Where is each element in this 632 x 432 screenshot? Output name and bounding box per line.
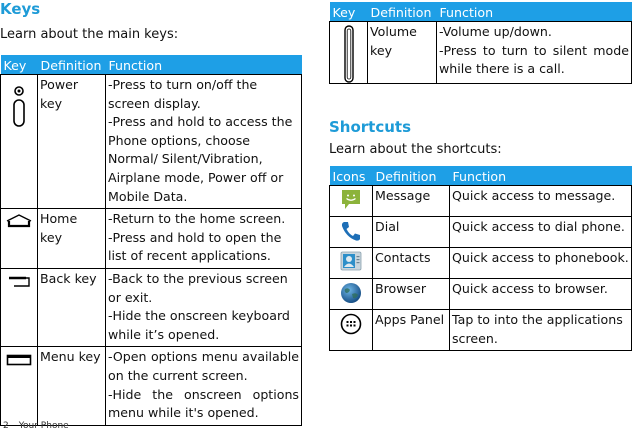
function-cell: -Open options menu available on the curr… [105,346,302,426]
definition-cell: Back key [37,267,106,348]
right-column: Key Definition Function Volume key -Volu… [329,0,632,352]
definition-cell: Message [372,185,450,217]
browser-icon [329,278,373,310]
definition-cell: Power key [37,73,106,210]
table-row: Browser Quick access to browser. [329,278,632,310]
back-key-icon [0,267,38,348]
table-row: Message Quick access to message. [329,185,632,217]
definition-cell: Contacts [372,247,450,279]
table-row: Apps Panel Tap to into the applications … [329,308,632,352]
definition-cell: Apps Panel [372,308,450,352]
power-key-icon [0,73,38,210]
shortcuts-table: Icons Definition Function Message Quick … [329,166,632,352]
shortcuts-intro: Learn about the shortcuts: [329,142,502,157]
function-cell: -Press to turn on/off the screen display… [105,73,302,210]
header-definition: Definition [37,55,106,75]
table-row: Home key -Return to the home screen. -Pr… [0,208,302,269]
table-row: Volume key -Volume up/down. -Press to tu… [329,21,632,84]
page-number: 2 [3,421,9,431]
home-key-icon [0,208,38,269]
keys-table-header: Key Definition Function [0,55,302,75]
function-cell: Tap to into the applications screen. [449,308,632,352]
definition-cell: Dial [372,216,450,248]
function-cell: Quick access to browser. [449,278,632,310]
message-icon [329,185,373,217]
header-function: Function [105,55,302,75]
function-cell: Quick access to phonebook. [449,247,632,279]
shortcuts-title: Shortcuts [329,118,412,136]
definition-cell: Home key [37,208,106,269]
function-cell: Quick access to message. [449,185,632,217]
keys-table: Key Definition Function Power key -Press… [0,55,302,426]
function-cell: -Return to the home screen. -Press and h… [105,208,302,269]
table-row: Menu key -Open options menu available on… [0,346,302,426]
function-cell: Quick access to dial phone. [449,216,632,248]
header-definition: Definition [372,166,450,186]
definition-cell: Browser [372,278,450,310]
apps-panel-icon [329,308,373,352]
header-function: Function [436,2,632,22]
keys-table-continued-header: Key Definition Function [329,2,632,22]
shortcuts-table-header: Icons Definition Function [329,166,632,186]
function-cell: -Back to the previous screen or exit. -H… [105,267,302,348]
table-row: Contacts Quick access to phonebook. [329,247,632,279]
page-footer: 2 Your Phone [3,421,79,431]
header-key: Key [0,55,38,75]
keys-table-continued: Key Definition Function Volume key -Volu… [329,2,632,84]
left-column: Keys Learn about the main keys: Key Defi… [0,0,302,426]
definition-cell: Menu key [37,346,106,426]
function-cell: -Volume up/down. -Press to turn to silen… [436,21,632,84]
chapter-name: Your Phone [18,421,69,431]
header-function: Function [449,166,632,186]
header-key: Key [329,2,368,22]
keys-title: Keys [0,0,41,18]
header-icons: Icons [329,166,373,186]
dial-icon [329,216,373,248]
menu-key-icon [0,346,38,426]
table-row: Power key -Press to turn on/off the scre… [0,73,302,210]
volume-key-icon [329,21,368,84]
header-definition: Definition [367,2,437,22]
table-row: Dial Quick access to dial phone. [329,216,632,248]
keys-intro: Learn about the main keys: [0,27,179,42]
contacts-icon [329,247,373,279]
table-row: Back key -Back to the previous screen or… [0,267,302,348]
definition-cell: Volume key [367,21,437,84]
